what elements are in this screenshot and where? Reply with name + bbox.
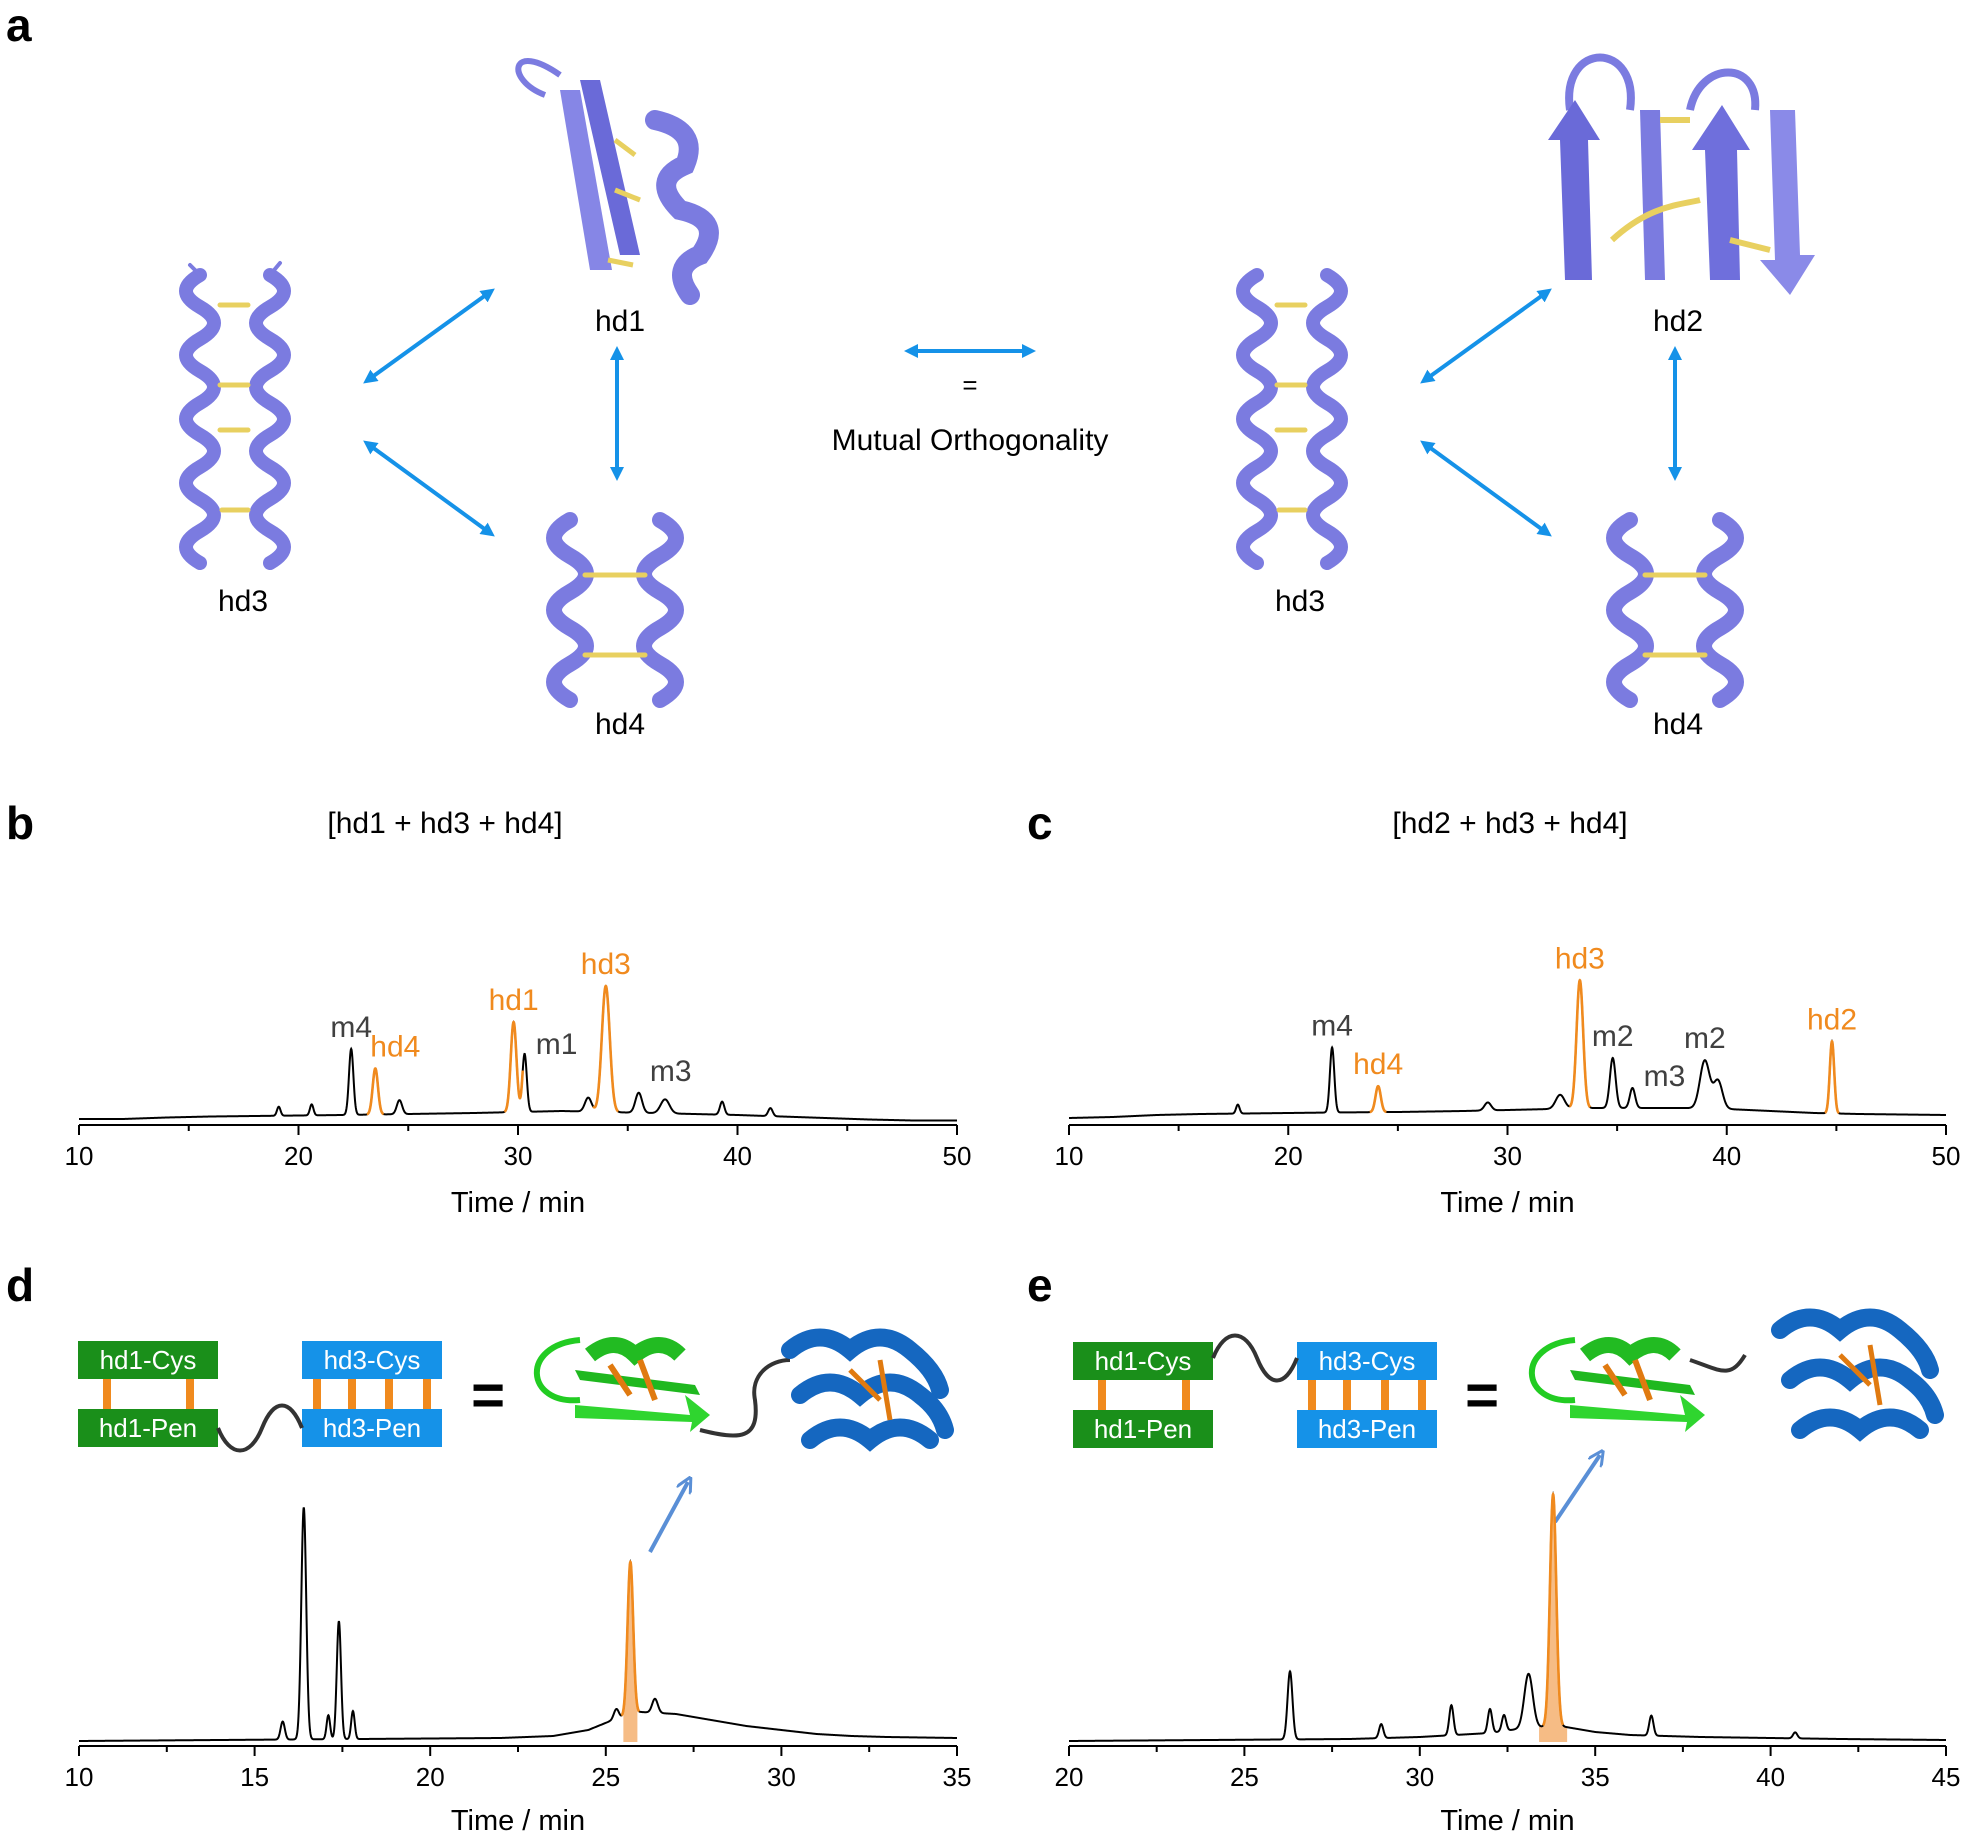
label-hd4-left: hd4 (594, 708, 646, 741)
mutual-orthogonality-label: Mutual Orthogonality (831, 424, 1109, 457)
panel-letter-d: d (6, 1259, 35, 1311)
chart-d-trace (79, 1507, 957, 1742)
d-hd1-pen-box: hd1-Pen (78, 1409, 218, 1447)
d-rung (186, 1379, 194, 1409)
hd3-right-structure (1236, 268, 1348, 570)
d-hd1-cys-box: hd1-Cys (78, 1341, 218, 1379)
hd1-structure (515, 58, 719, 305)
chart-b-orange-peak (592, 984, 620, 1113)
label-hd1: hd1 (594, 305, 646, 338)
chart-e-orange-peak (1541, 1491, 1565, 1727)
chart-b-orange-peak (503, 1020, 525, 1113)
chart-e-tick-label: 45 (1932, 1762, 1961, 1792)
chart-b-tick-label: 10 (65, 1141, 94, 1171)
chart-d-tick-label: 25 (591, 1762, 620, 1792)
d-rung (313, 1379, 321, 1409)
panel-letter-b: b (6, 797, 35, 849)
d-rung (348, 1379, 356, 1409)
d-hd3-pen-box: hd3-Pen (302, 1409, 442, 1447)
chart-e-x-axis-title: Time / min (1440, 1805, 1574, 1832)
chart-e-shaded-peak (1539, 1494, 1568, 1742)
chart-c-tick-label: 10 (1055, 1141, 1084, 1171)
e-rung (1098, 1380, 1106, 1410)
chart-c-peak-label: m2 (1684, 1022, 1726, 1055)
chart-e-tick-label: 40 (1756, 1762, 1785, 1792)
e-hd1-pen-box: hd1-Pen (1073, 1410, 1213, 1448)
chart-e-tick-label: 35 (1581, 1762, 1610, 1792)
panel-letter-c: c (1027, 797, 1053, 849)
chart-b-peak-label: m3 (650, 1055, 692, 1088)
hd4-right-structure (1606, 512, 1744, 708)
chart-b-tick-label: 30 (504, 1141, 533, 1171)
d-rung (385, 1379, 393, 1409)
e-rung (1308, 1380, 1316, 1410)
e-hd1-cys-box: hd1-Cys (1073, 1342, 1213, 1380)
chart-c-peak-label: m3 (1644, 1060, 1686, 1093)
chart-d-tick-label: 35 (943, 1762, 972, 1792)
chart-e-tick-label: 30 (1405, 1762, 1434, 1792)
e-rung (1343, 1380, 1351, 1410)
chart-c-tick-label: 20 (1274, 1141, 1303, 1171)
d-equals: = (471, 1363, 505, 1428)
chart-c-peak-label: m4 (1311, 1010, 1353, 1043)
chart-d-tick-label: 10 (65, 1762, 94, 1792)
panel-letter-e: e (1027, 1259, 1053, 1311)
chart-c-trace (1068, 979, 1946, 1119)
chart-b-peak-label: m4 (330, 1011, 372, 1044)
chart-b-peak-label: hd4 (370, 1031, 420, 1064)
chart-d-tick-label: 30 (767, 1762, 796, 1792)
chart-e-trace (1069, 1490, 1946, 1742)
chart-c-tick-label: 40 (1712, 1141, 1741, 1171)
chart-d-orange-peak (620, 1559, 641, 1717)
chart-c-peak-label: hd3 (1555, 942, 1605, 975)
panel-a-structures (179, 53, 1815, 708)
chart-e-tick-label: 25 (1230, 1762, 1259, 1792)
chart-b-orange-peak (366, 1067, 385, 1116)
hd2-structure (1548, 53, 1815, 295)
chart-b-tick-label: 20 (284, 1141, 313, 1171)
equals-symbol: = (962, 370, 978, 400)
label-hd3-left: hd3 (217, 585, 269, 618)
label-hd3-right: hd3 (1274, 585, 1326, 618)
e-equals: = (1465, 1363, 1499, 1428)
panel-b-title: [hd1 + hd3 + hd4] (327, 807, 563, 840)
chart-b-peak-label: hd3 (581, 948, 631, 981)
e-rung (1381, 1380, 1389, 1410)
chart-b-tick-label: 50 (943, 1141, 972, 1171)
chart-c-tick-label: 50 (1932, 1141, 1961, 1171)
chart-d-x-axis-title: Time / min (451, 1805, 585, 1832)
hd4-left-structure (546, 512, 684, 708)
panel-c-title: [hd2 + hd3 + hd4] (1392, 807, 1628, 840)
e-hd3-pen-box: hd3-Pen (1297, 1410, 1437, 1448)
hd3-left-structure (179, 261, 291, 570)
d-rung (103, 1379, 111, 1409)
e-rung (1182, 1380, 1190, 1410)
e-rung (1418, 1380, 1426, 1410)
chart-c-orange-peak (1569, 978, 1592, 1109)
chart-c-orange-peak (1369, 1084, 1387, 1114)
chart-c-orange-peak (1824, 1039, 1840, 1115)
chart-d-tick-label: 15 (240, 1762, 269, 1792)
chart-d-shaded-peak (623, 1562, 638, 1742)
chart-b-tick-label: 40 (723, 1141, 752, 1171)
chart-d-tick-label: 20 (416, 1762, 445, 1792)
chart-c-x-axis-title: Time / min (1440, 1187, 1574, 1219)
panel-letter-a: a (6, 0, 32, 51)
d-hd3-cys-box: hd3-Cys (302, 1341, 442, 1379)
chart-b-peak-label: hd1 (489, 984, 539, 1017)
label-hd4-right: hd4 (1652, 708, 1704, 741)
chart-c-peak-label: m2 (1592, 1020, 1634, 1053)
chart-c-peak-label: hd2 (1807, 1003, 1857, 1036)
chart-e-tick-label: 20 (1055, 1762, 1084, 1792)
chart-b-peak-label: m1 (536, 1028, 578, 1061)
label-hd2: hd2 (1652, 305, 1704, 338)
e-hd3-cys-box: hd3-Cys (1297, 1342, 1437, 1380)
d-rung (423, 1379, 431, 1409)
chart-b-x-axis-title: Time / min (451, 1187, 585, 1219)
chart-c-peak-label: hd4 (1353, 1048, 1403, 1081)
chart-c-tick-label: 30 (1493, 1141, 1522, 1171)
